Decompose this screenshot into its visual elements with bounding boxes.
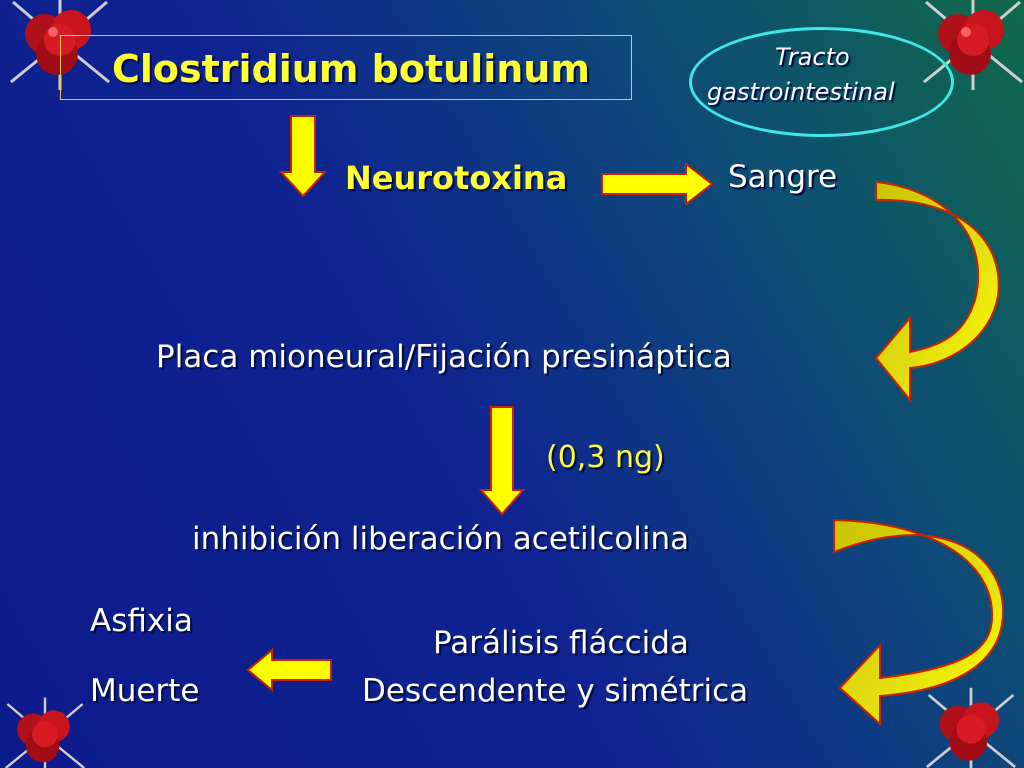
tracto-label-line2: gastrointestinal bbox=[707, 78, 895, 106]
node-asfixia: Asfixia bbox=[90, 603, 193, 639]
arrow-down-1 bbox=[278, 115, 328, 198]
spiky-red-molecule-icon bbox=[10, 0, 110, 90]
arrow-right-1 bbox=[601, 161, 714, 207]
curved-arrow-2 bbox=[833, 518, 1005, 727]
title-box bbox=[60, 35, 632, 100]
spiky-red-molecule-icon bbox=[923, 0, 1023, 90]
node-paralisis: Parálisis fláccida bbox=[433, 625, 689, 661]
node-neurotoxina: Neurotoxina bbox=[345, 159, 568, 197]
curved-arrow-1 bbox=[874, 180, 1000, 403]
tracto-ellipse bbox=[689, 27, 954, 137]
node-descendente: Descendente y simétrica bbox=[362, 673, 749, 709]
node-muerte: Muerte bbox=[90, 673, 200, 709]
slide-title: Clostridium botulinum bbox=[112, 47, 590, 91]
spiky-red-molecule-icon bbox=[5, 697, 85, 768]
node-sangre: Sangre bbox=[728, 159, 838, 195]
tracto-label-line1: Tracto bbox=[775, 43, 850, 71]
node-inhibicion: inhibición liberación acetilcolina bbox=[192, 521, 690, 557]
arrow-left-1 bbox=[246, 647, 332, 693]
arrow-down-2 bbox=[478, 406, 526, 516]
spiky-red-molecule-icon bbox=[926, 687, 1016, 768]
dose-label: (0,3 ng) bbox=[546, 440, 665, 475]
node-placa: Placa mioneural/Fijación presináptica bbox=[156, 339, 732, 375]
